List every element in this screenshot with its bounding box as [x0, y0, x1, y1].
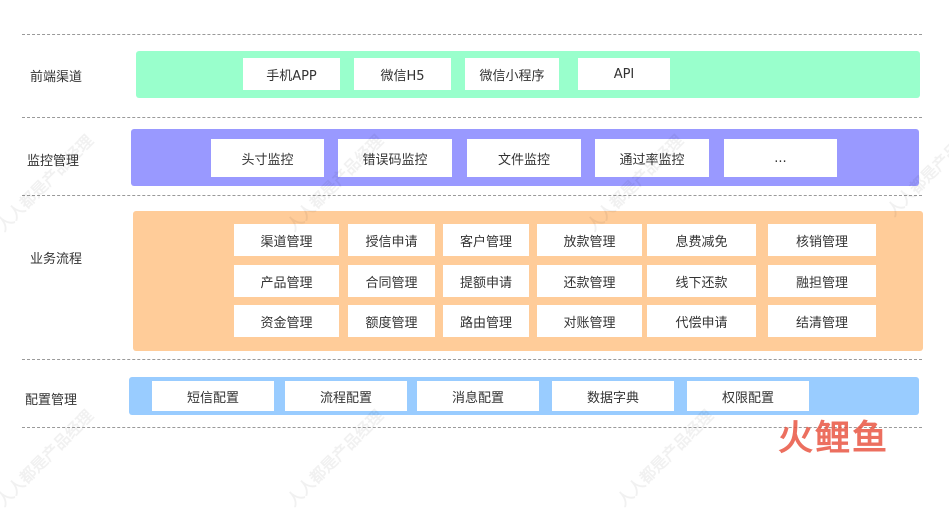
business-box: 路由管理 [443, 305, 529, 337]
business-box: 还款管理 [537, 265, 642, 297]
business-box: 结清管理 [768, 305, 876, 337]
divider-line [22, 427, 922, 428]
divider-line [22, 195, 922, 196]
config-layer-label: 配置管理 [25, 393, 78, 408]
divider-line [22, 359, 922, 360]
business-box: 放款管理 [537, 224, 642, 256]
monitor-box: 错误码监控 [338, 139, 452, 177]
watermark: 人人都是产品经理 [0, 131, 98, 236]
monitor-layer-label: 监控管理 [27, 154, 80, 169]
divider-line [22, 34, 922, 35]
business-box: 对账管理 [537, 305, 642, 337]
logo: 火鲤鱼 [778, 419, 890, 459]
business-box: 线下还款 [647, 265, 756, 297]
business-box: 融担管理 [768, 265, 876, 297]
config-box: 权限配置 [687, 381, 809, 411]
monitor-box: ... [724, 139, 837, 177]
business-box: 提额申请 [443, 265, 529, 297]
monitor-box: 文件监控 [467, 139, 581, 177]
business-box: 客户管理 [443, 224, 529, 256]
watermark: 人人都是产品经理 [0, 406, 98, 511]
business-layer-label: 业务流程 [30, 252, 83, 267]
watermark: 人人都是产品经理 [613, 406, 718, 511]
channel-layer-label: 前端渠道 [30, 70, 83, 85]
monitor-box: 通过率监控 [595, 139, 709, 177]
config-box: 短信配置 [152, 381, 274, 411]
channel-box: 微信H5 [354, 58, 451, 90]
channel-box: API [578, 58, 670, 90]
business-box: 授信申请 [348, 224, 435, 256]
business-box: 渠道管理 [234, 224, 339, 256]
business-box: 额度管理 [348, 305, 435, 337]
watermark: 人人都是产品经理 [283, 406, 388, 511]
config-box: 消息配置 [417, 381, 539, 411]
divider-line [22, 117, 922, 118]
channel-box: 手机APP [243, 58, 340, 90]
monitor-box: 头寸监控 [211, 139, 324, 177]
business-box: 代偿申请 [647, 305, 756, 337]
business-box: 合同管理 [348, 265, 435, 297]
business-box: 产品管理 [234, 265, 339, 297]
config-box: 流程配置 [285, 381, 407, 411]
business-box: 核销管理 [768, 224, 876, 256]
config-box: 数据字典 [552, 381, 674, 411]
business-box: 资金管理 [234, 305, 339, 337]
channel-box: 微信小程序 [465, 58, 559, 90]
business-box: 息费减免 [647, 224, 756, 256]
